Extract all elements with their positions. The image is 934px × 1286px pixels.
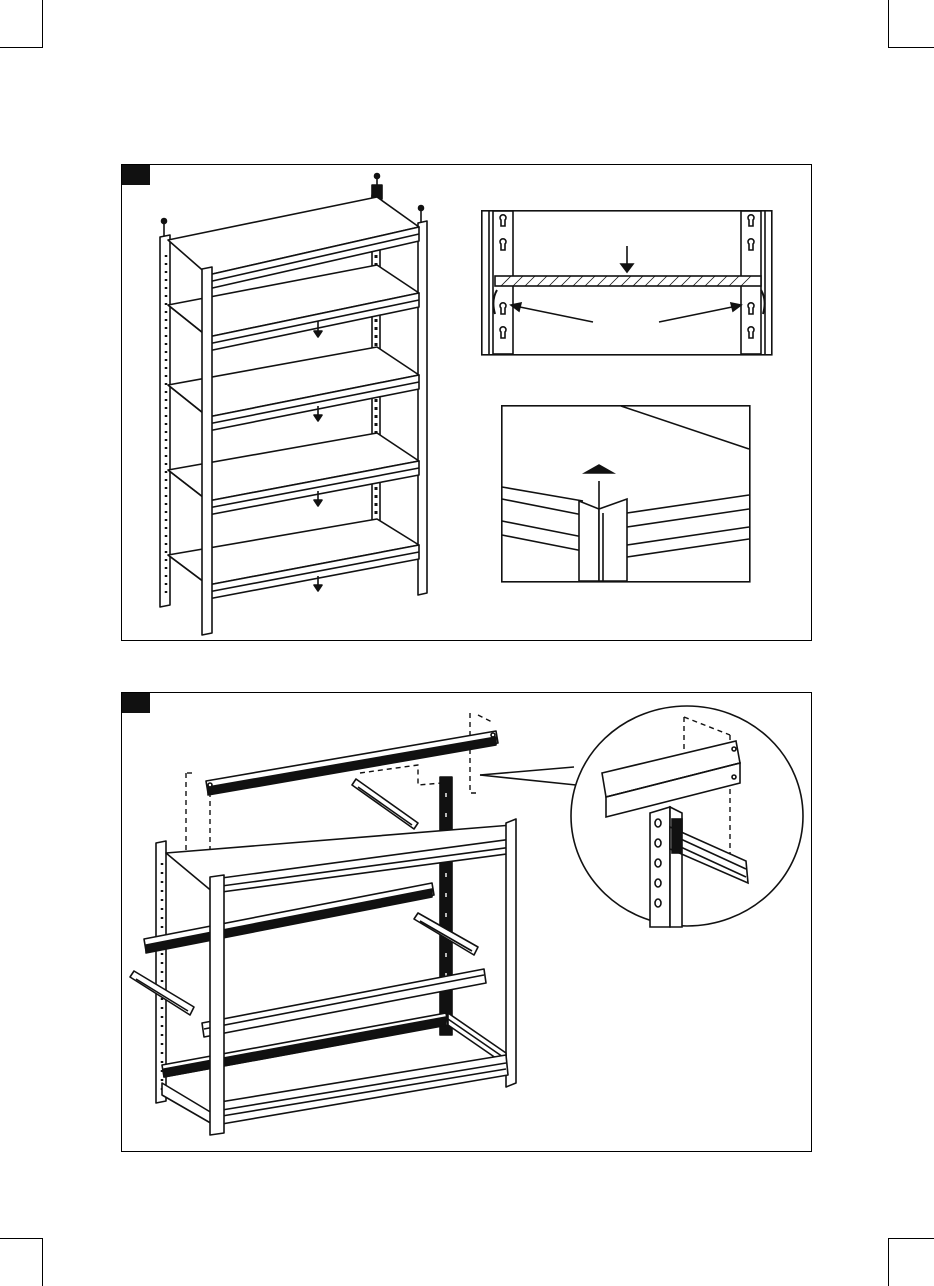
shelf-board-detail-view [481,210,773,356]
crop-mark [888,0,889,48]
crop-mark [42,0,43,48]
corner-cap-detail-view [501,405,751,583]
step-panel-upper [121,164,812,641]
crop-mark [42,1238,43,1286]
crop-mark [888,1238,934,1239]
crop-mark [0,47,43,48]
crop-mark [888,1238,889,1286]
beam-clip-zoom-view [570,705,804,927]
crop-mark [888,47,934,48]
crop-mark [0,1238,43,1239]
step-panel-lower [121,692,812,1152]
